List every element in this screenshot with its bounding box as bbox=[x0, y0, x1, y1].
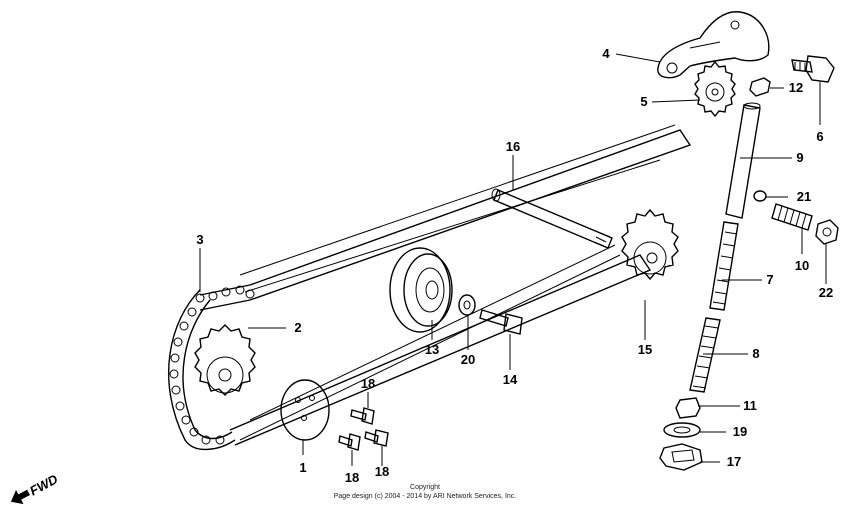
callout-21: 21 bbox=[797, 189, 811, 204]
tensioner-sprocket bbox=[694, 60, 736, 118]
callout-6: 6 bbox=[816, 129, 823, 144]
callout-12: 12 bbox=[789, 80, 803, 95]
callout-18-left: 18 bbox=[345, 470, 359, 485]
tensioner-arm bbox=[657, 11, 770, 79]
bolt-18-a bbox=[350, 407, 375, 425]
callout-20: 20 bbox=[461, 352, 475, 367]
copyright-line2: Page design (c) 2004 - 2014 by ARI Netwo… bbox=[333, 493, 517, 500]
callout-2: 2 bbox=[294, 320, 301, 335]
cam-sprocket bbox=[621, 208, 679, 281]
spring-8 bbox=[689, 317, 721, 393]
callout-5: 5 bbox=[640, 94, 647, 109]
o-ring-21 bbox=[753, 190, 767, 202]
leader-lines bbox=[199, 53, 827, 466]
stud-bolt-10 bbox=[771, 203, 813, 231]
push-rod-upper bbox=[709, 221, 739, 311]
bolt-18-b bbox=[338, 433, 361, 451]
copyright-line1: Copyright bbox=[410, 484, 440, 491]
nut-11 bbox=[675, 397, 701, 419]
callout-7: 7 bbox=[766, 272, 773, 287]
washer-19 bbox=[663, 422, 701, 438]
callout-17: 17 bbox=[727, 454, 741, 469]
callout-8: 8 bbox=[752, 346, 759, 361]
bolt-6 bbox=[791, 55, 835, 83]
callout-14: 14 bbox=[503, 372, 518, 387]
crank-sprocket bbox=[194, 324, 256, 396]
bolt-14 bbox=[479, 309, 523, 335]
chain-plate bbox=[280, 379, 330, 441]
sealing-bolt-17 bbox=[659, 443, 703, 471]
callout-11: 11 bbox=[743, 398, 757, 413]
callout-9: 9 bbox=[796, 150, 803, 165]
callout-22: 22 bbox=[819, 285, 833, 300]
callout-19: 19 bbox=[733, 424, 747, 439]
washer-20 bbox=[458, 294, 476, 316]
callout-10: 10 bbox=[795, 258, 809, 273]
tensioner-tube bbox=[725, 102, 761, 219]
callout-18-top: 18 bbox=[361, 376, 375, 391]
shaft bbox=[491, 188, 613, 249]
callout-13: 13 bbox=[425, 342, 439, 357]
cam-chain bbox=[168, 124, 692, 451]
callout-4: 4 bbox=[602, 46, 610, 61]
callout-3: 3 bbox=[196, 232, 203, 247]
callout-15: 15 bbox=[638, 342, 652, 357]
callout-18-right: 18 bbox=[375, 464, 389, 479]
forward-arrow-icon: FWD bbox=[10, 471, 61, 504]
cap-12 bbox=[749, 77, 771, 97]
callout-16: 16 bbox=[506, 139, 520, 154]
callout-1: 1 bbox=[299, 460, 306, 475]
bolt-18-c bbox=[364, 429, 389, 447]
guide-roller bbox=[389, 247, 453, 333]
nut-22 bbox=[815, 219, 839, 245]
callouts: 1 2 3 4 5 6 7 8 9 10 11 12 13 14 15 16 1… bbox=[196, 46, 833, 485]
